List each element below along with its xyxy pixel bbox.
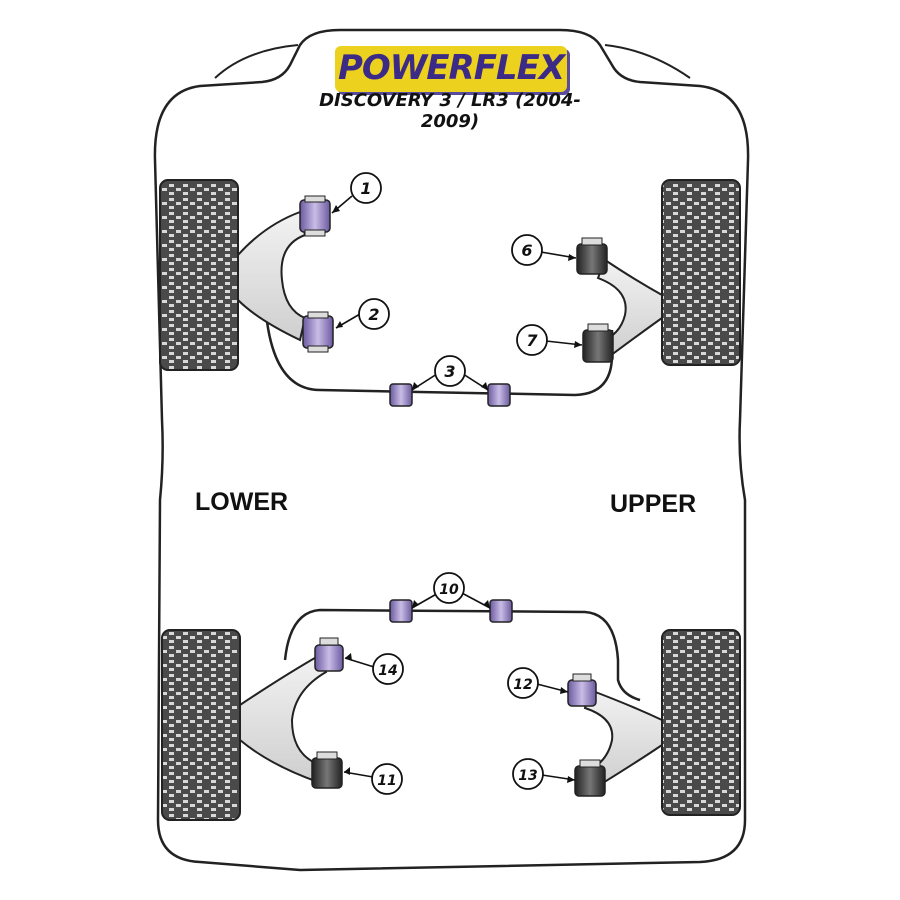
- front-lower-arm: [237, 210, 307, 342]
- bush-1: [299, 195, 331, 237]
- front-upper-arm: [596, 258, 663, 358]
- callout-number: 2: [368, 305, 379, 324]
- front-right-tyre: [661, 179, 741, 366]
- arrow-heads: [332, 205, 582, 783]
- callout-number: 10: [439, 582, 459, 598]
- callout-circle: [372, 653, 404, 685]
- callout-circle: [371, 763, 403, 795]
- front-left-tyre: [159, 179, 239, 371]
- bush-12: [567, 673, 597, 707]
- callout-7: 7: [516, 324, 548, 356]
- callout-number: 13: [518, 768, 537, 784]
- callout-circle: [358, 298, 390, 330]
- bush-10-right: [489, 599, 513, 623]
- callout-number: 7: [526, 331, 538, 350]
- bush-6: [576, 237, 608, 275]
- callout-number: 11: [377, 773, 396, 789]
- lower-label: LOWER: [195, 488, 289, 516]
- rear-left-tyre: [161, 629, 241, 821]
- callout-12: 12: [507, 667, 539, 699]
- callout-number: 1: [360, 179, 371, 198]
- brand-logo-badge: [335, 46, 567, 92]
- bush-10-left: [389, 599, 413, 623]
- callout-11: 11: [371, 763, 403, 795]
- callout-10: 10: [433, 572, 465, 604]
- callout-circle: [516, 324, 548, 356]
- bush-7: [582, 323, 614, 363]
- callout-number: 12: [513, 677, 532, 693]
- callout-circle: [507, 667, 539, 699]
- callout-13: 13: [512, 758, 544, 790]
- callout-1: 1: [350, 172, 382, 204]
- bush-3-left: [389, 383, 413, 407]
- callout-6: 6: [511, 234, 543, 266]
- rear-upper-arm: [583, 688, 663, 788]
- vehicle-title: DISCOVERY 3 / LR3 (2004-2009): [319, 90, 581, 132]
- callout-number: 14: [378, 663, 397, 679]
- bush-2: [302, 311, 334, 353]
- callout-circle: [350, 172, 382, 204]
- bush-13: [574, 759, 606, 797]
- callout-circle: [433, 572, 465, 604]
- callout-arrows: [331, 195, 583, 781]
- front-bumper-line: [214, 44, 691, 79]
- bush-11: [311, 751, 343, 789]
- bush-3-right: [487, 383, 511, 407]
- rear-anti-roll-bar: [283, 608, 641, 702]
- callout-circle: [511, 234, 543, 266]
- callout-circle: [512, 758, 544, 790]
- front-anti-roll-bar: [263, 299, 614, 397]
- callout-3: 3: [434, 355, 466, 387]
- upper-label: UPPER: [610, 490, 697, 518]
- vehicle-body-outline: [153, 28, 750, 872]
- rear-lower-arm: [239, 653, 328, 784]
- callout-2: 2: [358, 298, 390, 330]
- callout-14: 14: [372, 653, 404, 685]
- brand-logo: POWERFLEX: [337, 48, 565, 88]
- callout-number: 6: [521, 241, 532, 260]
- callout-number: 3: [444, 362, 455, 381]
- bush-14: [314, 637, 344, 672]
- callout-circle: [434, 355, 466, 387]
- rear-right-tyre: [661, 629, 741, 816]
